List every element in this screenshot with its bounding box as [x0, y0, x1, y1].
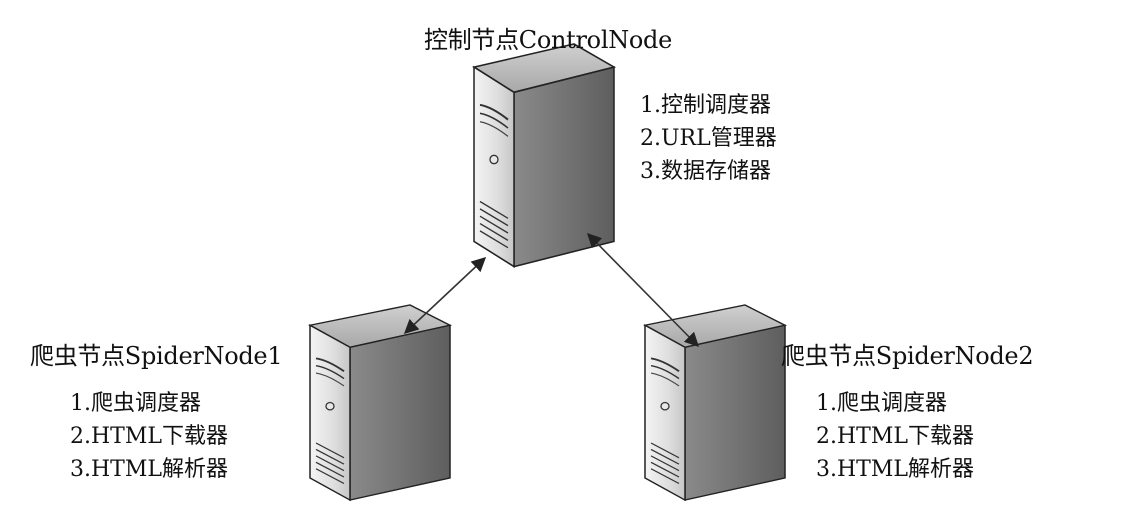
control-node-function: 1.控制调度器 [640, 93, 771, 118]
spider-node-2-function: 3.HTML解析器 [816, 457, 974, 482]
spider-node-1-title: 爬虫节点SpiderNode1 [30, 342, 283, 370]
control-node-title: 控制节点ControlNode [424, 26, 673, 54]
spider-node-2-function: 1.爬虫调度器 [816, 391, 947, 416]
connector-control-to-spider-1 [403, 257, 487, 334]
spider-node-2-title: 爬虫节点SpiderNode2 [781, 342, 1034, 370]
spider-node-1-function: 2.HTML下载器 [70, 424, 228, 449]
spider-node-1-function-list: 1.爬虫调度器 2.HTML下载器 3.HTML解析器 [70, 387, 228, 486]
connector-control-to-spider-2 [586, 232, 700, 348]
spider-node-2-server-icon [644, 304, 786, 502]
spider-node-2-function: 2.HTML下载器 [816, 424, 974, 449]
spider-node-1-function: 1.爬虫调度器 [70, 391, 201, 416]
control-node-server-icon [472, 42, 616, 268]
spider-node-1-server-icon [309, 304, 451, 502]
spider-node-1-function: 3.HTML解析器 [70, 457, 228, 482]
control-node-function-list: 1.控制调度器 2.URL管理器 3.数据存储器 [640, 89, 777, 188]
control-node-function: 2.URL管理器 [640, 126, 777, 151]
control-node-function: 3.数据存储器 [640, 159, 771, 184]
spider-node-2-function-list: 1.爬虫调度器 2.HTML下载器 3.HTML解析器 [816, 387, 974, 486]
